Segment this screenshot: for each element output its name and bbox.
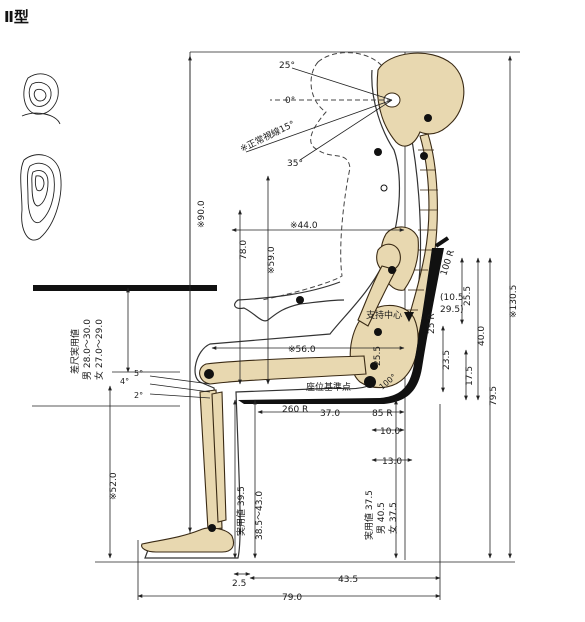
label-d-29-5: 29.5) [440, 305, 464, 315]
sight-line-25 [291, 67, 393, 101]
label-d-59: ※59.0 [267, 246, 277, 274]
label-d-10-5: (10.5 [440, 293, 464, 303]
label-d-79: 79.0 [282, 593, 302, 603]
label-d-52: ※52.0 [109, 472, 119, 500]
label-d-13: 13.0 [382, 457, 402, 467]
desk-top [33, 285, 217, 291]
sight-line-15 [245, 99, 393, 153]
label-diff-title: 差尺実用値 [69, 329, 81, 374]
elbow-joint [374, 328, 382, 336]
arm-outline [234, 281, 345, 322]
foot-bones [141, 527, 235, 553]
label-sight-line: ※正常視線15° [238, 118, 297, 155]
label-d-43-5: 43.5 [338, 575, 358, 585]
jaw-joint [374, 148, 382, 156]
label-angle-0: 0° [285, 96, 295, 106]
label-d-78: 78.0 [239, 240, 249, 260]
label-d-90: ※90.0 [197, 200, 207, 228]
label-d-44: ※44.0 [290, 221, 318, 231]
label-practical-37-5: 実用値 37.5 [363, 490, 375, 540]
label-d-2-5: 2.5 [232, 579, 246, 589]
sight-line-35 [299, 99, 393, 161]
seat-ref-marker [364, 376, 376, 388]
label-d-17-5: 17.5 [465, 366, 475, 386]
label-angle-2: 2° [134, 391, 143, 400]
neck-joint [420, 152, 428, 160]
label-d-25-5-left: 25.5 [373, 346, 383, 366]
ankle-joint [208, 524, 216, 532]
fibula [211, 391, 227, 523]
femur [199, 355, 367, 385]
skull [376, 52, 465, 147]
angle-line-4 [149, 383, 211, 393]
pressure-contour-lower [20, 154, 62, 241]
label-range-38-43: 38.5～43.0 [255, 491, 265, 540]
upper-arm-bone [357, 265, 397, 327]
wrist-joint [296, 296, 304, 304]
shoulder-joint [388, 266, 396, 274]
ear-point [424, 114, 432, 122]
label-d-25-5-right: 25.5 [463, 286, 473, 306]
label-d-25r: 25 R [427, 313, 437, 334]
label-d-23-5: 23.5 [442, 350, 452, 370]
label-male-40-5: 男 40.5 [376, 502, 387, 534]
label-female-37-5: 女 37.5 [387, 502, 399, 534]
label-d-79-5: 79.5 [489, 386, 499, 406]
pressure-contour-upper [21, 73, 61, 125]
support-center-marker [404, 312, 414, 322]
label-d-130-5: ※130.5 [509, 285, 519, 318]
label-angle-4: 4° [120, 377, 129, 386]
label-angle-5: 5° [134, 369, 143, 378]
label-seat-ref: 座位基準点 [306, 381, 351, 393]
label-angle-25: 25° [279, 61, 295, 71]
alt-posture-outline [261, 52, 383, 301]
angle-line-2 [149, 393, 211, 399]
label-d-56: ※56.0 [288, 345, 316, 355]
diagram-title: Ⅱ型 [4, 8, 29, 26]
label-angle-35: 35° [287, 159, 303, 169]
label-d-40: 40.0 [477, 326, 487, 346]
hip-joint [370, 362, 378, 370]
label-practical-39-5: 実用値 39.5 [235, 486, 247, 536]
label-d-260r: 260 R [282, 405, 308, 415]
label-d-85r: 85 R [372, 409, 393, 419]
humerus-head [376, 243, 401, 273]
knee-joint [204, 369, 214, 379]
chair-top-edge [434, 236, 450, 248]
label-diff-male: 男 28.0～30.0 [82, 319, 93, 380]
label-diff-female: 女 27.0～29.0 [93, 319, 105, 380]
label-support-center: 支持中心 [366, 309, 402, 321]
label-d-37: 37.0 [320, 409, 340, 419]
angle-line-5 [149, 375, 211, 385]
label-d-10: 10.0 [380, 427, 400, 437]
chest-point [380, 184, 388, 192]
